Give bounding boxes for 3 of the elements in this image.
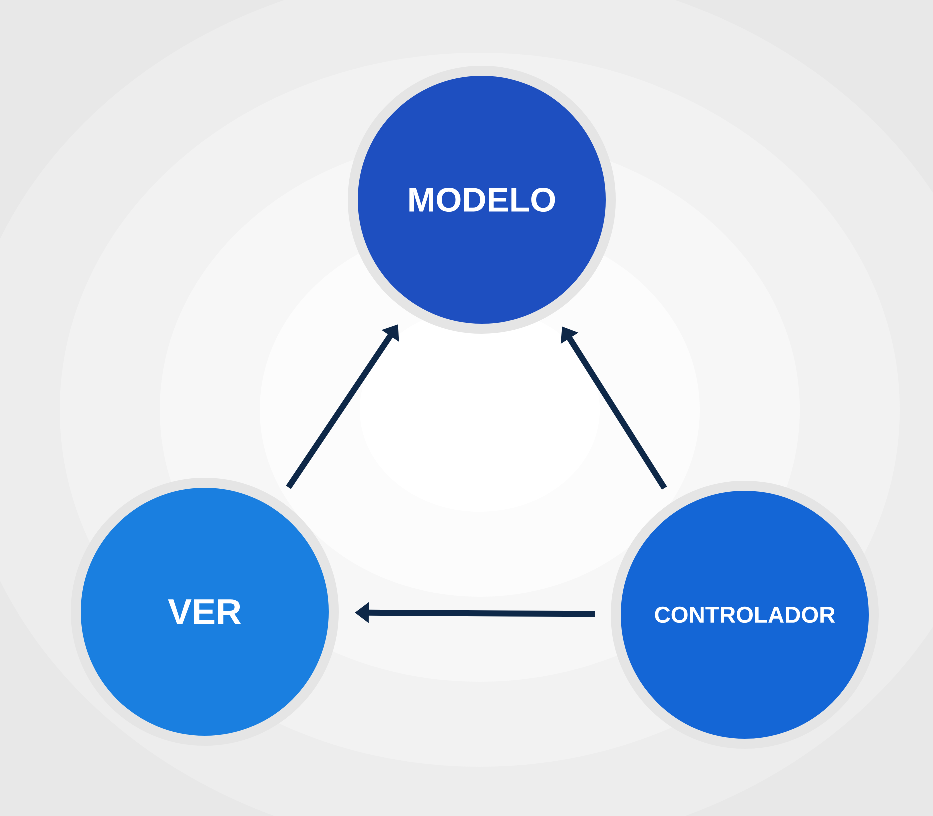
circle-node: MODELO <box>348 66 616 334</box>
circle-node: CONTROLADOR <box>611 481 880 749</box>
circle-node: VER <box>71 478 339 746</box>
